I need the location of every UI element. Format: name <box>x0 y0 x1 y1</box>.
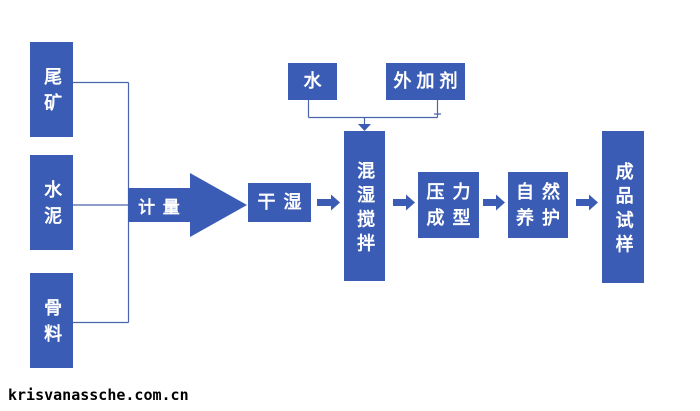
node-aggregate: 骨料 <box>30 273 73 368</box>
node-label: 计量 <box>138 197 188 217</box>
node-label: 外加剂 <box>393 70 463 91</box>
node-tailings: 尾矿 <box>30 42 73 137</box>
flow-arrow-icon <box>576 194 598 211</box>
node-cement: 水泥 <box>30 155 73 250</box>
node-label: 自然 <box>515 182 569 202</box>
node-label: 养护 <box>515 208 569 228</box>
node-mixing: 混湿搅拌 <box>344 131 385 281</box>
node-label: 混湿搅拌 <box>355 160 376 258</box>
node-finished-sample: 成品试样 <box>602 131 644 283</box>
metering-arrow-icon <box>128 173 247 237</box>
node-dry-wet: 干湿 <box>248 183 311 222</box>
node-label: 水泥 <box>42 180 63 233</box>
down-arrow-icon <box>358 124 371 131</box>
node-natural-curing: 自然 养护 <box>508 172 568 238</box>
node-press-forming: 压力 成型 <box>418 172 479 238</box>
flow-arrow-icon <box>483 194 505 211</box>
raw-input-connector-lines <box>73 81 130 324</box>
metering-arrow-label: 计量 <box>128 188 190 222</box>
node-water: 水 <box>288 63 337 100</box>
node-label: 尾矿 <box>42 67 63 120</box>
flow-arrow-icon <box>317 194 340 211</box>
node-label: 压力 <box>426 182 479 202</box>
flow-arrow-icon <box>393 194 415 211</box>
node-label: 干湿 <box>257 191 310 212</box>
additive-connector-lines <box>307 100 441 125</box>
node-label: 成品试样 <box>613 161 634 259</box>
watermark-text: krisvanassche.com.cn <box>8 386 189 404</box>
node-label: 成型 <box>426 208 479 228</box>
node-admixture: 外加剂 <box>386 63 465 100</box>
node-label: 骨料 <box>42 298 63 351</box>
node-label: 水 <box>303 70 322 91</box>
